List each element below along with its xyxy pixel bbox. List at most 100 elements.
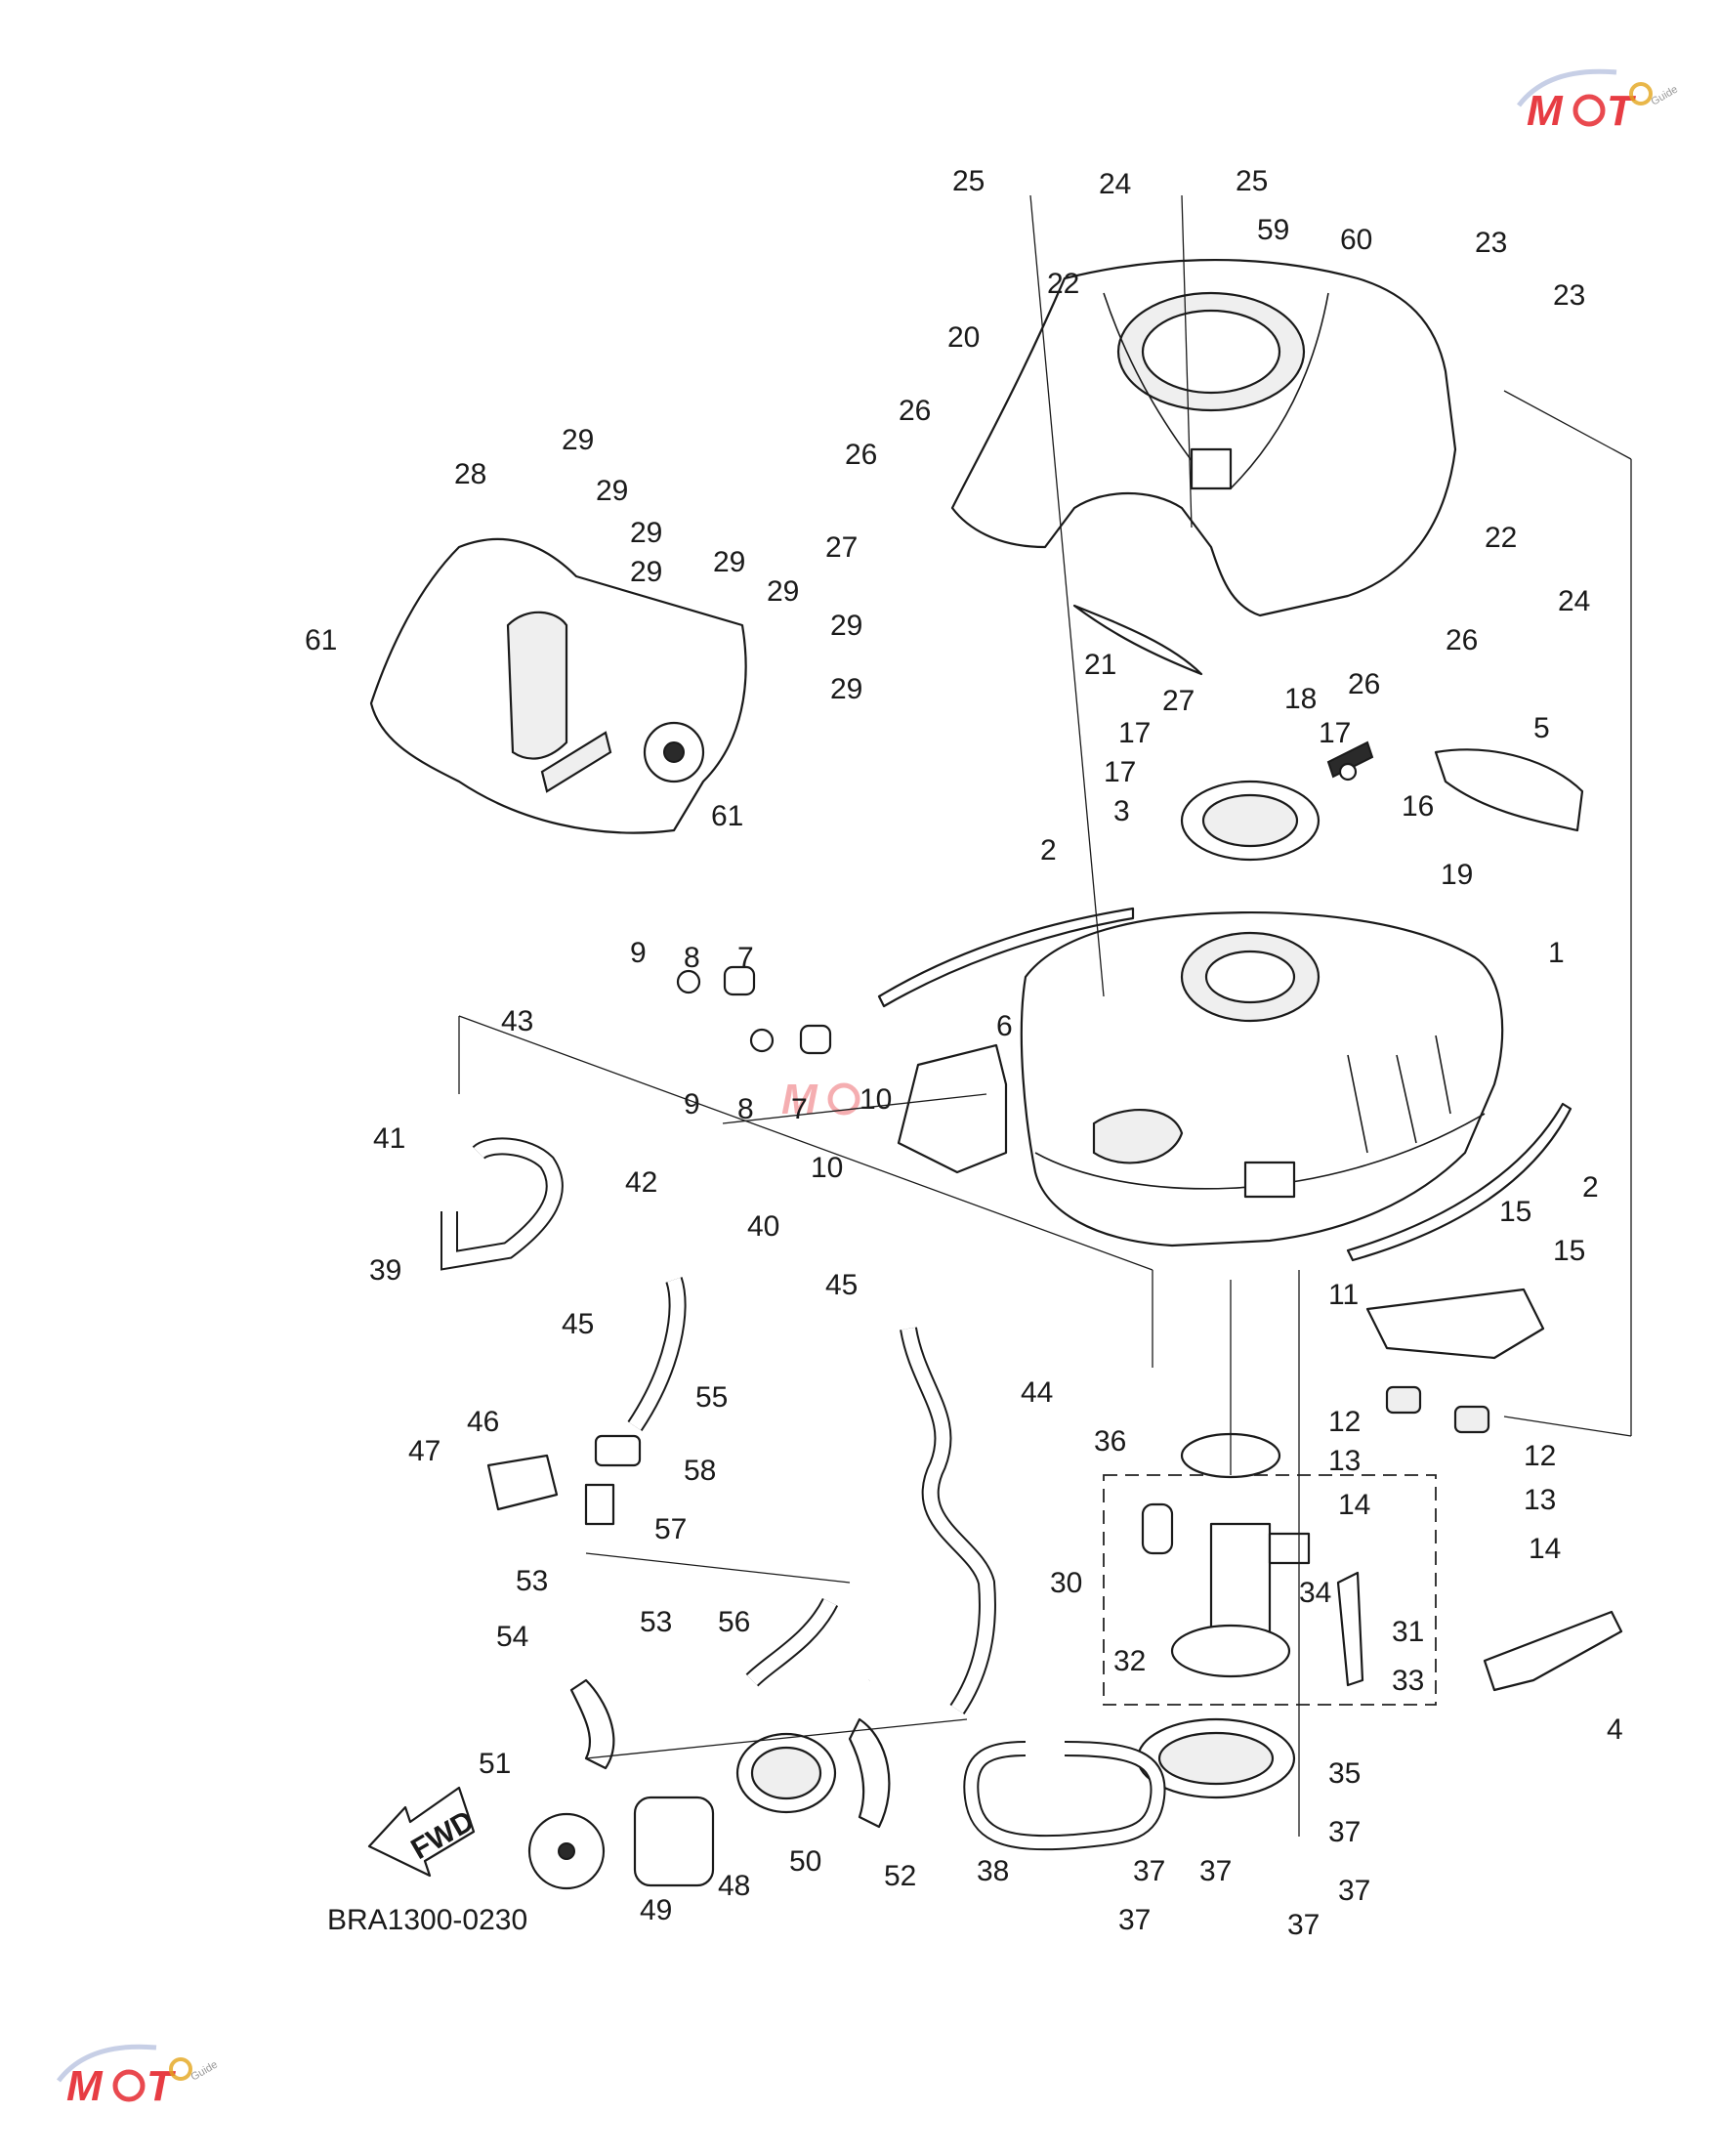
callout-labels: 1 2 2 3 4 5 6 7 7 8 8 9 9 10 10 11 12 12… (305, 165, 1623, 1941)
callout-60: 60 (1340, 224, 1372, 256)
callout-39: 39 (369, 1254, 401, 1287)
fuel-tank (1020, 910, 1504, 1247)
callout-57: 57 (654, 1513, 687, 1545)
callout-37-d: 37 (1338, 1875, 1370, 1907)
callout-61-right: 61 (711, 800, 743, 832)
callout-37-a: 37 (1133, 1855, 1165, 1887)
callout-20: 20 (947, 321, 980, 354)
callout-37-b: 37 (1199, 1855, 1232, 1887)
callout-49: 49 (640, 1894, 672, 1926)
callout-12-left: 12 (1328, 1406, 1361, 1438)
watermark-logo-top: M T Guide (1517, 68, 1680, 135)
fuel-pump-assembly (1103, 1432, 1437, 1706)
callout-7-upper: 7 (737, 942, 754, 974)
callout-9-lower: 9 (684, 1088, 700, 1120)
callout-51: 51 (479, 1748, 511, 1780)
callout-43: 43 (501, 1005, 533, 1037)
callout-26-b: 26 (845, 439, 877, 471)
callout-41: 41 (373, 1122, 405, 1155)
callout-29-f: 29 (767, 575, 799, 608)
forward-arrow: FWD (367, 1786, 480, 1878)
callout-30: 30 (1050, 1567, 1082, 1599)
diagram-code: BRA1300-0230 (327, 1904, 527, 1936)
callout-29-e: 29 (713, 546, 745, 578)
damper-12-right (1453, 1405, 1490, 1434)
callout-40: 40 (747, 1210, 779, 1243)
callout-38: 38 (977, 1855, 1009, 1887)
callout-28: 28 (454, 458, 486, 490)
callout-29-d: 29 (630, 556, 662, 588)
callout-27-upper: 27 (825, 531, 858, 564)
canister-group (486, 1434, 891, 1890)
callout-8-upper: 8 (684, 942, 700, 974)
callout-10-upper: 10 (860, 1083, 892, 1116)
callout-1: 1 (1548, 937, 1565, 969)
callout-37-e: 37 (1118, 1904, 1151, 1936)
callout-26-a: 26 (899, 395, 931, 427)
callout-29-h: 29 (830, 673, 862, 705)
callout-23-left: 23 (1475, 227, 1507, 259)
mount-bracket (897, 1043, 1008, 1174)
callout-17-a: 17 (1118, 717, 1151, 749)
callout-22-upper: 22 (1047, 268, 1079, 300)
front-tank-cover (1434, 748, 1584, 832)
svg-text:M: M (66, 2062, 104, 2110)
damper-12-left (1385, 1385, 1422, 1415)
callout-13-left: 13 (1328, 1445, 1361, 1477)
callout-12-right: 12 (1524, 1440, 1556, 1472)
watermark-logo-bottom: M T Guide (57, 2044, 220, 2110)
callout-29-c: 29 (630, 517, 662, 549)
callout-42: 42 (625, 1166, 657, 1199)
callout-29-b: 29 (596, 475, 628, 507)
callout-37-f: 37 (1287, 1909, 1320, 1941)
svg-text:Guide: Guide (1650, 84, 1680, 108)
callout-24-upper: 24 (1099, 168, 1131, 200)
tank-cover-strip (1072, 604, 1203, 676)
callout-11: 11 (1328, 1279, 1359, 1311)
callout-32: 32 (1113, 1645, 1146, 1677)
callout-35: 35 (1328, 1757, 1361, 1790)
callout-52: 52 (884, 1860, 916, 1892)
callout-3: 3 (1113, 795, 1130, 827)
callout-45-left: 45 (562, 1308, 594, 1340)
callout-5: 5 (1533, 712, 1550, 744)
callout-36: 36 (1094, 1425, 1126, 1458)
callout-2-right: 2 (1582, 1171, 1599, 1204)
callout-2-left: 2 (1040, 834, 1057, 867)
callout-54: 54 (496, 1621, 528, 1653)
callout-13-right: 13 (1524, 1484, 1556, 1516)
callout-50: 50 (789, 1845, 821, 1878)
callout-53-left: 53 (516, 1565, 548, 1597)
callout-59: 59 (1257, 214, 1289, 246)
callout-7-lower: 7 (791, 1093, 808, 1125)
callout-25-right: 25 (1236, 165, 1268, 197)
callout-23-right: 23 (1553, 279, 1585, 312)
callout-27-lower: 27 (1162, 685, 1195, 717)
callout-53-right: 53 (640, 1606, 672, 1638)
callout-9-upper: 9 (630, 937, 647, 969)
callout-4: 4 (1607, 1713, 1623, 1746)
callout-14-left: 14 (1338, 1489, 1370, 1521)
callout-25-left: 25 (952, 165, 985, 197)
callout-47: 47 (408, 1435, 440, 1467)
callout-29-g: 29 (830, 610, 862, 642)
callout-31: 31 (1392, 1616, 1424, 1648)
fuel-hose-40-inner (663, 1224, 883, 1684)
tank-top-cover (950, 258, 1457, 617)
callout-22-lower: 22 (1485, 522, 1517, 554)
leader-lines (458, 194, 1632, 1837)
tank-seal-strip-right (1346, 1102, 1572, 1262)
callout-45-right: 45 (825, 1269, 858, 1301)
callout-15-lower: 15 (1553, 1235, 1585, 1267)
callout-26-d: 26 (1446, 624, 1478, 656)
callout-10-lower: 10 (811, 1152, 843, 1184)
callout-48: 48 (718, 1870, 750, 1902)
callout-44: 44 (1021, 1376, 1053, 1409)
callout-15-upper: 15 (1499, 1196, 1531, 1228)
callout-18: 18 (1284, 683, 1317, 715)
callout-26-c: 26 (1348, 668, 1380, 700)
callout-24-lower: 24 (1558, 585, 1590, 617)
callout-33: 33 (1392, 1665, 1424, 1697)
callout-17-c: 17 (1319, 717, 1351, 749)
svg-text:M: M (1527, 87, 1564, 135)
